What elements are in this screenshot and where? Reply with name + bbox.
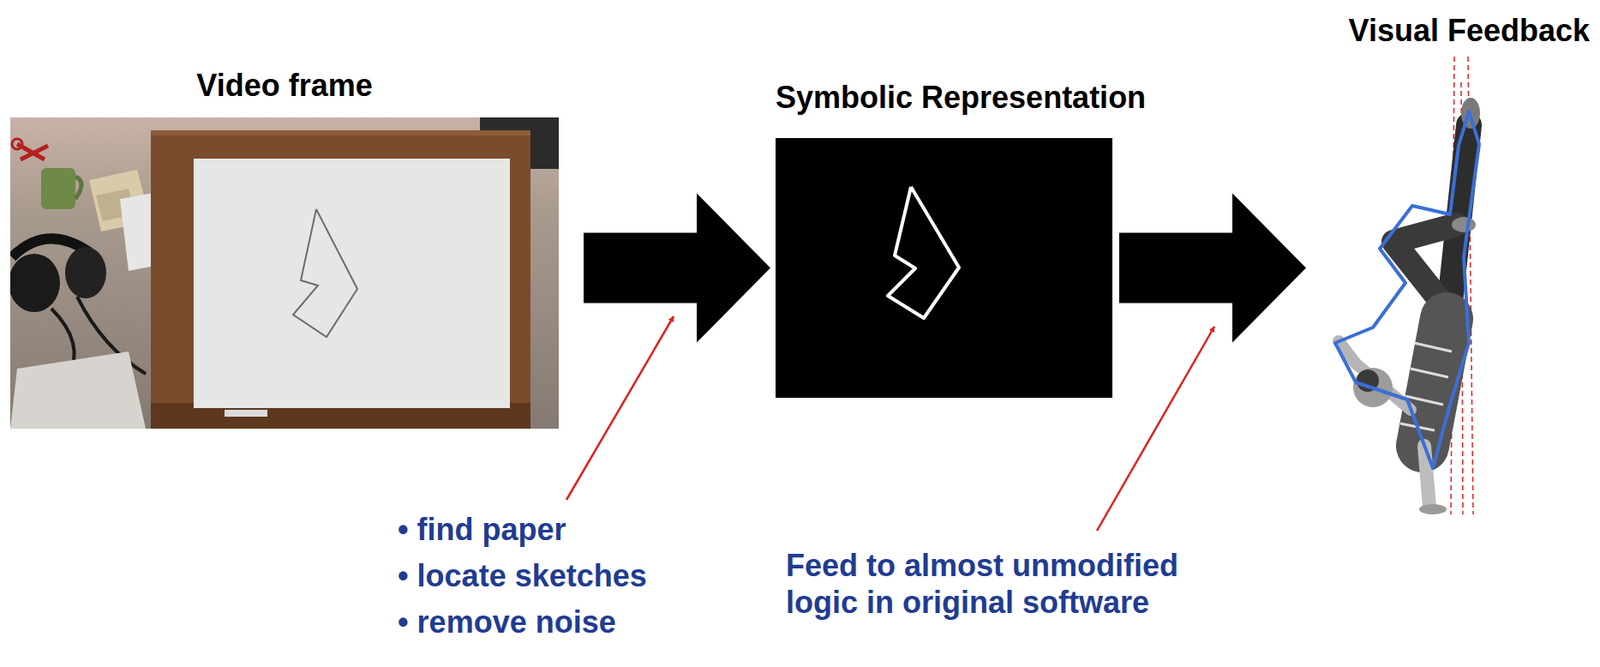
symbolic-box: Symbolic Representation: [775, 137, 1113, 398]
photo-frame: Video frame: [10, 59, 559, 429]
arm: [1338, 341, 1411, 410]
headphone-cup: [10, 253, 60, 312]
video-photo: [10, 117, 559, 429]
shirt-stripes: [1400, 342, 1452, 431]
step-bullet: • locate sketches: [397, 557, 648, 594]
feedback-figure: Visual Feedback: [1321, 11, 1590, 515]
pose-outline: [1335, 111, 1480, 468]
node-heading: Symbolic Representation: [775, 78, 1146, 116]
symbolic-box: [775, 137, 1113, 398]
photo-background: [10, 117, 559, 429]
mug-handle: [75, 176, 82, 199]
node-heading: Visual Feedback: [1348, 11, 1590, 49]
ledge-tag: [224, 409, 268, 417]
shoe: [1451, 216, 1476, 233]
easel-top-edge: [150, 130, 531, 136]
leader-line: [566, 316, 674, 500]
extracted-sketch: [887, 186, 959, 318]
headphone-cup: [65, 246, 107, 299]
scissors-ring: [11, 138, 23, 150]
desk-papers: [10, 351, 146, 429]
block-arrow: [583, 193, 771, 343]
node-heading: Video frame: [10, 66, 559, 104]
paper-sheet: [193, 158, 510, 408]
dancer-figure: [1335, 56, 1481, 515]
block-arrow: [1119, 193, 1307, 343]
annotation-note: Feed to almost unmodified logic in origi…: [785, 546, 1206, 621]
hand: [1419, 503, 1447, 515]
mug: [41, 167, 76, 210]
step-bullet: • find paper: [397, 510, 567, 548]
step-bullet: • remove noise: [397, 603, 617, 641]
easel-board: [150, 130, 531, 429]
leader-line: [1096, 326, 1215, 531]
paper-sketch: [293, 209, 358, 337]
